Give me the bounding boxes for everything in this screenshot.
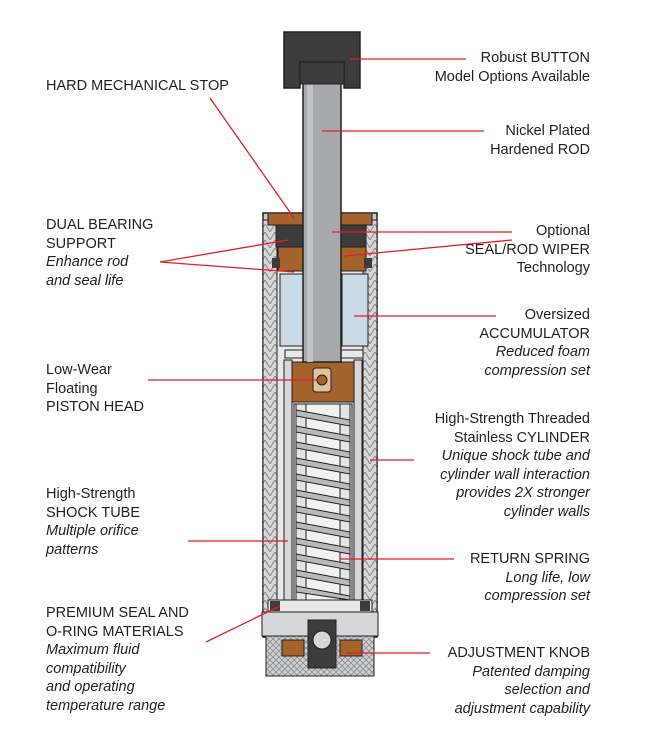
callout-wiper-line1: Optional [535, 223, 590, 239]
piston-rod [302, 61, 342, 363]
callout-spring: RETURN SPRING Long life, low compression… [470, 550, 590, 606]
callout-spring-line3: compression set [484, 588, 590, 604]
callout-seal-line2: O-RING MATERIALS [46, 623, 184, 640]
callout-accumulator-line4: compression set [484, 362, 590, 379]
callout-cylinder-line6: cylinder walls [503, 503, 590, 520]
callout-rod: Nickel Plated Hardened ROD [490, 122, 590, 159]
callout-wiper-line3: Technology [516, 260, 590, 276]
callout-cylinder-line2: Stainless CYLINDER [453, 429, 590, 446]
leader-lines [148, 58, 513, 654]
callout-knob-line1: ADJUSTMENT KNOB [447, 645, 590, 661]
callout-button-line2: Model Options Available [434, 68, 590, 85]
callout-piston-line1: Low-Wear [46, 362, 112, 378]
callout-bearing-line1: DUAL BEARING [46, 217, 154, 233]
callout-cylinder-line3: Unique shock tube and [441, 448, 590, 464]
callout-seal: PREMIUM SEAL AND O-RING MATERIALS Maximu… [46, 604, 189, 715]
callout-cylinder-line1: High-Strength Threaded [434, 411, 590, 427]
callout-spring-line1: RETURN SPRING [469, 551, 590, 567]
callout-wiper: Optional SEAL/ROD WIPER Technology [465, 222, 590, 278]
callout-shock-tube-line3: Multiple orifice [46, 523, 139, 539]
callout-shock-tube-line2: SHOCK TUBE [46, 504, 141, 521]
callout-spring-line2: Long life, low [505, 569, 590, 586]
callout-cylinder-line5: provides 2X stronger [456, 485, 590, 501]
callout-seal-line3: Maximum fluid [46, 642, 140, 658]
callout-accumulator: Oversized ACCUMULATOR Reduced foam compr… [479, 306, 590, 380]
callout-cylinder: High-Strength Threaded Stainless CYLINDE… [435, 410, 590, 521]
callout-cylinder-line4: cylinder wall interaction [440, 466, 590, 483]
callout-wiper-line2: SEAL/ROD WIPER [465, 241, 590, 258]
callout-stop-line1: HARD MECHANICAL STOP [46, 78, 229, 94]
callout-piston: Low-Wear Floating PISTON HEAD [46, 361, 144, 417]
callout-seal-line4: compatibility [46, 660, 126, 677]
callout-rod-line2: Hardened ROD [490, 141, 590, 158]
bottom-assembly [261, 599, 379, 677]
callout-piston-line3: PISTON HEAD [46, 399, 145, 415]
return-spring [293, 403, 353, 601]
callout-stop: HARD MECHANICAL STOP [46, 77, 229, 96]
callout-bearing: DUAL BEARING SUPPORT Enhance rod and sea… [46, 216, 153, 290]
callout-knob-line3: selection and [504, 682, 590, 698]
callout-knob: ADJUSTMENT KNOB Patented damping selecti… [448, 644, 590, 718]
callout-accumulator-line3: Reduced foam [495, 344, 590, 360]
callout-seal-line5: and operating [46, 679, 135, 695]
callout-piston-line2: Floating [46, 380, 98, 397]
callout-bearing-line3: Enhance rod [46, 254, 129, 270]
callout-button: Robust BUTTON Model Options Available [435, 49, 590, 86]
callout-accumulator-line2: ACCUMULATOR [479, 325, 590, 342]
callout-accumulator-line1: Oversized [524, 307, 590, 323]
callout-shock-tube-line1: High-Strength [46, 486, 136, 502]
callout-bearing-line2: SUPPORT [46, 235, 116, 252]
callout-rod-line1: Nickel Plated [505, 123, 590, 139]
button-cap [283, 31, 361, 89]
callout-knob-line4: adjustment capability [454, 700, 590, 717]
callout-knob-line2: Patented damping [472, 663, 590, 680]
callout-button-line1: Robust BUTTON [480, 50, 590, 66]
callout-shock-tube-line4: patterns [46, 541, 99, 558]
callout-shock-tube: High-Strength SHOCK TUBE Multiple orific… [46, 485, 140, 559]
callout-seal-line1: PREMIUM SEAL AND [46, 605, 189, 621]
callout-bearing-line4: and seal life [46, 272, 124, 289]
piston-head [291, 361, 355, 403]
callout-seal-line6: temperature range [46, 697, 166, 714]
